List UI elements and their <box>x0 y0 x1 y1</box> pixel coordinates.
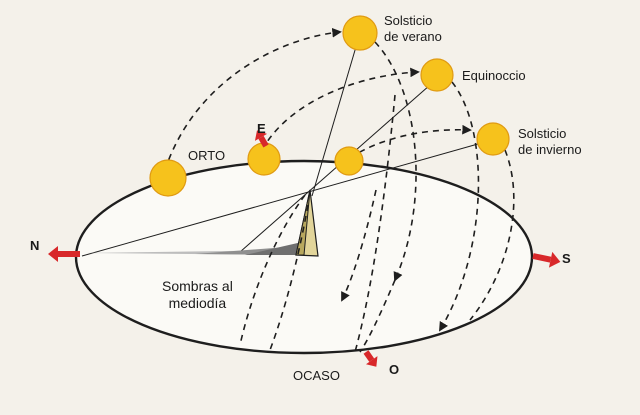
summer-path-set-a <box>374 41 417 282</box>
west-label: O <box>389 362 400 377</box>
noon-shadows-label: Sombras al mediodía <box>162 278 233 311</box>
red-arrow-icon <box>48 246 80 262</box>
sun-paths <box>164 27 515 353</box>
noon-lower-b <box>341 189 377 302</box>
suns <box>149 15 510 197</box>
summer-path-lower <box>354 94 396 353</box>
equinox-label: Equinoccio <box>462 68 526 83</box>
red-arrow-icon <box>532 251 561 268</box>
noon-shadows <box>85 242 302 255</box>
winter-path-set <box>469 149 515 321</box>
north-label: N <box>30 238 40 253</box>
horizon-ellipse <box>74 159 534 355</box>
red-arrow-icon <box>363 350 378 367</box>
equinox-path-rise <box>261 67 420 151</box>
winter-path-rise <box>349 124 472 159</box>
ray-winter <box>81 139 493 257</box>
sun-disc-icon <box>476 122 510 156</box>
ray-summer <box>311 39 359 197</box>
east-label: E <box>257 121 266 136</box>
sun-disc-icon <box>247 142 281 176</box>
winter-solstice-label: Solsticio de invierno <box>518 126 582 157</box>
sunset-label: OCASO <box>293 368 340 383</box>
summer-solstice-label: Solsticio de verano <box>384 13 442 44</box>
summer-path-rise <box>164 27 342 171</box>
noon-lower-a <box>269 204 309 351</box>
red-arrow-icon <box>254 130 269 148</box>
south-label: S <box>562 251 571 266</box>
sun-disc-icon <box>420 58 454 92</box>
cardinal-arrows <box>48 130 561 367</box>
sun-disc-icon <box>342 15 378 51</box>
sun-disc-icon <box>149 159 187 197</box>
sun-disc-icon <box>334 146 364 176</box>
equinox-path-set <box>439 81 480 332</box>
summer-path-set-b <box>359 279 396 353</box>
sunrise-label: ORTO <box>188 148 226 163</box>
noon-lower-c <box>239 194 306 346</box>
